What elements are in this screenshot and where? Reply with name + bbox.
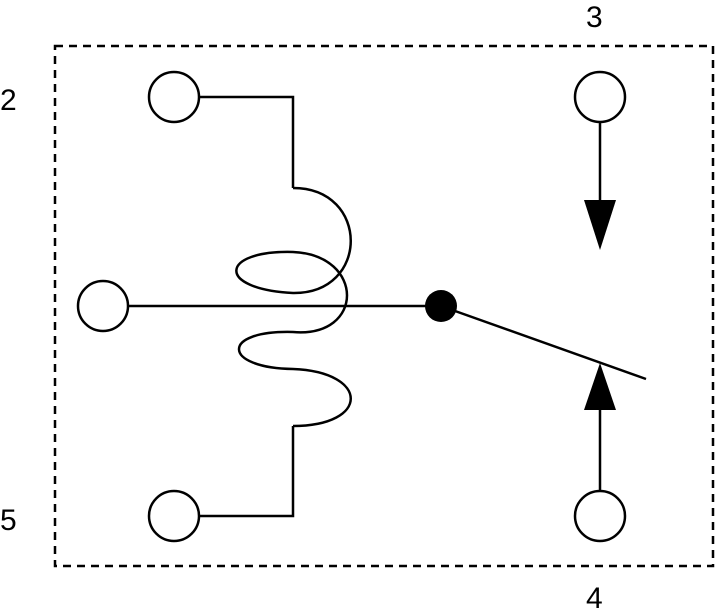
pin-label-2: 2 <box>0 84 17 117</box>
contact-3-arrow <box>584 200 616 250</box>
terminal-1 <box>76 279 130 333</box>
pin-label-3: 3 <box>586 1 603 34</box>
coil-top-lead <box>199 95 295 188</box>
coil-bottom-lead <box>199 426 295 518</box>
terminal-2 <box>147 70 201 124</box>
coil-winding <box>235 186 352 428</box>
terminal-5 <box>147 489 201 543</box>
coil-wiring <box>199 95 352 518</box>
terminal-3 <box>573 70 627 124</box>
package-outline <box>53 44 715 568</box>
terminal-4 <box>573 489 627 543</box>
pin-label-4: 4 <box>586 582 603 612</box>
pin-label-5: 5 <box>0 504 17 537</box>
switch-arm <box>440 304 647 381</box>
contact-4-arrow <box>584 363 616 410</box>
